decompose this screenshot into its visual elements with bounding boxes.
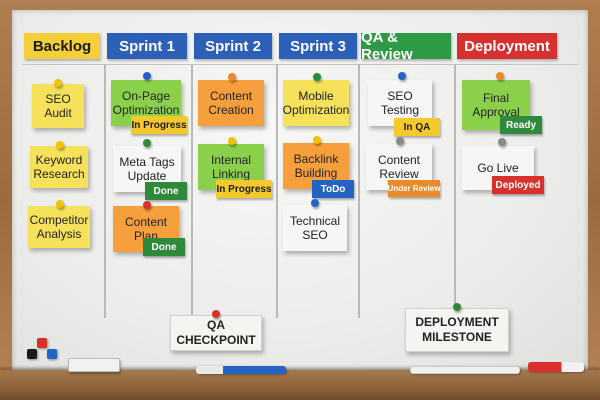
pushpin-icon — [143, 139, 151, 147]
pushpin-icon — [313, 73, 321, 81]
pushpin-icon — [212, 310, 220, 318]
pushpin-icon — [396, 137, 404, 145]
pushpin-icon — [228, 73, 236, 81]
sticky-note-backlink-building[interactable]: Backlink Building — [283, 143, 349, 189]
column-divider — [276, 64, 278, 318]
column-header-sprint-3: Sprint 3 — [279, 33, 357, 59]
red-marker-icon[interactable] — [528, 362, 584, 372]
column-header-sprint-2: Sprint 2 — [194, 33, 272, 59]
column-header-sprint-1: Sprint 1 — [107, 33, 187, 59]
sticky-note-technical-seo[interactable]: Technical SEO — [283, 205, 347, 251]
column-divider — [191, 64, 193, 318]
pushpin-icon — [498, 138, 506, 146]
magnet-icon[interactable] — [27, 349, 37, 359]
sticky-note-keyword-research[interactable]: Keyword Research — [30, 146, 88, 188]
sticky-note-competitor-analysis[interactable]: Competitor Analysis — [28, 206, 90, 248]
sticky-note-seo-audit[interactable]: SEO Audit — [32, 84, 84, 128]
column-header-backlog: Backlog — [24, 33, 100, 59]
header-rule — [22, 64, 578, 65]
status-tag-ready: Ready — [500, 116, 542, 134]
sticky-note-seo-testing[interactable]: SEO Testing — [368, 80, 432, 126]
pushpin-icon — [56, 200, 64, 208]
pushpin-icon — [143, 201, 151, 209]
eraser-icon[interactable] — [68, 358, 120, 372]
status-tag-done: Done — [143, 238, 185, 256]
column-header-qa-review: QA & Review — [361, 29, 451, 63]
milestone-deployment[interactable]: DEPLOYMENT MILESTONE — [405, 308, 509, 352]
pushpin-icon — [398, 72, 406, 80]
milestone-qa-checkpoint[interactable]: QA CHECKPOINT — [170, 315, 262, 351]
pushpin-icon — [453, 303, 461, 311]
column-header-deployment: Deployment — [457, 33, 557, 59]
status-tag-in-qa: In QA — [394, 118, 440, 136]
magnet-icon[interactable] — [47, 349, 57, 359]
sticky-note-content-creation[interactable]: Content Creation — [198, 80, 264, 126]
column-divider — [454, 64, 456, 318]
marker-tray — [0, 370, 600, 400]
column-divider — [358, 64, 360, 318]
sticky-note-final-approval[interactable]: Final Approval — [462, 80, 530, 130]
pushpin-icon — [54, 79, 62, 87]
status-tag-todo: ToDo — [312, 180, 354, 198]
status-tag-in-progress: In Progress — [216, 180, 272, 198]
white-marker-icon[interactable] — [410, 366, 520, 374]
pushpin-icon — [311, 199, 319, 207]
pushpin-icon — [496, 72, 504, 80]
blue-marker-icon[interactable] — [196, 366, 286, 374]
pushpin-icon — [228, 137, 236, 145]
status-tag-deployed: Deployed — [492, 176, 544, 194]
pushpin-icon — [56, 141, 64, 149]
magnet-icon[interactable] — [37, 338, 47, 348]
pushpin-icon — [143, 72, 151, 80]
status-tag-in-progress: In Progress — [131, 116, 187, 134]
sticky-note-mobile-optimization[interactable]: Mobile Optimization — [283, 80, 349, 126]
column-divider — [104, 64, 106, 318]
pushpin-icon — [313, 136, 321, 144]
status-tag-under-review: Under Review — [388, 180, 440, 197]
status-tag-done: Done — [145, 182, 187, 200]
